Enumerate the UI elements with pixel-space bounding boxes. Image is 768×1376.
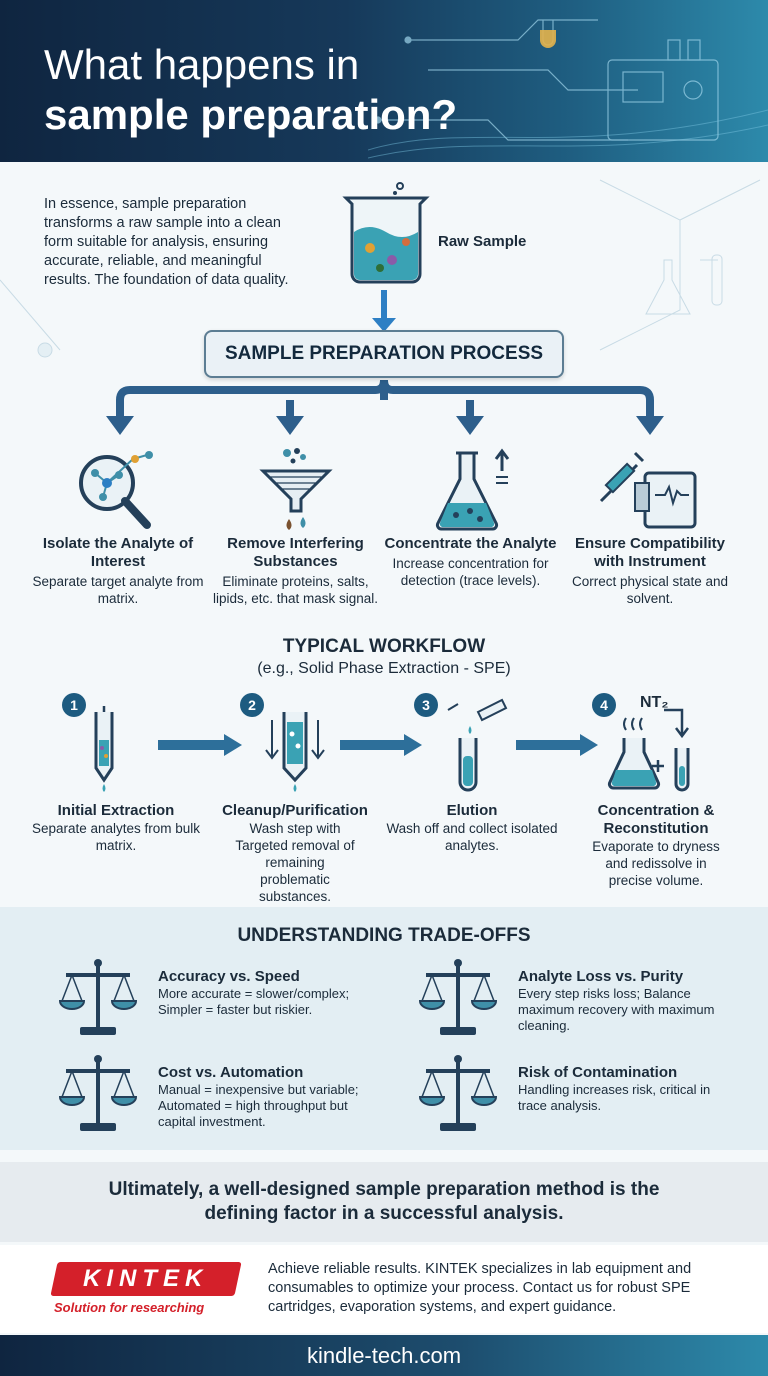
workflow-step-2: Cleanup/Purification Wash step with Targ… bbox=[208, 802, 382, 905]
workflow-title: TYPICAL WORKFLOW bbox=[282, 636, 486, 657]
process-flow-arrows bbox=[106, 290, 664, 435]
conclusion-text: Ultimately, a well-designed sample prepa… bbox=[108, 1179, 660, 1224]
goal-isolate: Isolate the Analyte of Interest Separate… bbox=[28, 445, 208, 607]
tradeoff-contamination: Risk of Contamination Handling increases… bbox=[518, 1064, 718, 1114]
goal-title: Ensure Compatibility with Instrument bbox=[574, 535, 726, 570]
workflow-step-4: Concentration & Reconstitution Evaporate… bbox=[566, 802, 746, 889]
funnel-icon bbox=[258, 448, 333, 530]
tradeoff-cost-automation: Cost vs. Automation Manual = inexpensive… bbox=[158, 1064, 368, 1130]
goal-desc: Correct physical state and solvent. bbox=[571, 574, 729, 606]
goal-remove: Remove Interfering Substances Eliminate … bbox=[208, 445, 383, 607]
step-desc: Evaporate to dryness and redissolve in p… bbox=[592, 839, 720, 888]
scale-icon bbox=[58, 1053, 138, 1133]
tradeoff-desc: More accurate = slower/complex; Simpler … bbox=[158, 986, 350, 1017]
goal-title: Isolate the Analyte of Interest bbox=[42, 535, 194, 570]
flask-icon bbox=[435, 448, 509, 531]
evaporation-icon bbox=[607, 708, 690, 792]
goal-desc: Eliminate proteins, salts, lipids, etc. … bbox=[212, 574, 379, 606]
tradeoff-title: Accuracy vs. Speed bbox=[158, 968, 300, 985]
scale-icon bbox=[58, 957, 138, 1037]
tradeoff-title: Cost vs. Automation bbox=[158, 1064, 304, 1081]
tradeoff-desc: Manual = inexpensive but variable; Autom… bbox=[158, 1082, 359, 1129]
scale-icon bbox=[418, 957, 498, 1037]
goal-concentrate: Concentrate the Analyte Increase concent… bbox=[383, 445, 558, 589]
lab-equipment-icon bbox=[368, 19, 768, 159]
step-desc: Wash step with Targeted removal of remai… bbox=[235, 821, 355, 904]
spe-cartridge-icon bbox=[94, 706, 114, 792]
scale-icon bbox=[418, 1053, 498, 1133]
beaker-icon bbox=[342, 182, 430, 284]
raw-sample-label: Raw Sample bbox=[438, 233, 527, 250]
tradeoffs-title: UNDERSTANDING TRADE-OFFS bbox=[237, 925, 531, 946]
conclusion-banner: Ultimately, a well-designed sample prepa… bbox=[0, 1162, 768, 1242]
title-line-2: sample preparation? bbox=[44, 91, 458, 138]
tradeoff-accuracy-speed: Accuracy vs. Speed More accurate = slowe… bbox=[158, 968, 368, 1018]
goal-compatibility: Ensure Compatibility with Instrument Cor… bbox=[560, 445, 740, 607]
website-link[interactable]: kindle-tech.com bbox=[0, 1335, 768, 1376]
page-title: What happens in sample preparation? bbox=[44, 40, 457, 140]
goal-desc: Increase concentration for detection (tr… bbox=[392, 556, 549, 588]
step-3-badge: 3 bbox=[414, 693, 438, 717]
tradeoff-desc: Every step risks loss; Balance maximum r… bbox=[518, 986, 715, 1033]
spe-wash-icon bbox=[265, 712, 325, 792]
step-desc: Separate analytes from bulk matrix. bbox=[31, 821, 201, 853]
logo-tagline: Solution for researching bbox=[54, 1300, 205, 1315]
process-title-box: SAMPLE PREPARATION PROCESS bbox=[204, 330, 564, 378]
step-title: Elution bbox=[446, 802, 498, 819]
intro-text: In essence, sample preparation transform… bbox=[44, 196, 289, 288]
elution-tube-icon bbox=[447, 698, 508, 792]
step-2-badge: 2 bbox=[240, 693, 264, 717]
title-line-1: What happens in bbox=[44, 41, 360, 88]
kintek-logo[interactable]: KINTEK bbox=[50, 1262, 242, 1296]
step-title: Initial Extraction bbox=[57, 802, 175, 819]
tradeoff-title: Analyte Loss vs. Purity bbox=[518, 968, 684, 985]
syringe-instrument-icon bbox=[599, 451, 697, 529]
tradeoffs-panel bbox=[0, 907, 768, 1150]
goal-title: Concentrate the Analyte bbox=[384, 535, 557, 552]
goal-desc: Separate target analyte from matrix. bbox=[32, 574, 204, 606]
tradeoff-loss-purity: Analyte Loss vs. Purity Every step risks… bbox=[518, 968, 718, 1034]
logo-text: KINTEK bbox=[83, 1265, 209, 1292]
workflow-icons bbox=[94, 698, 690, 792]
workflow-subtitle: (e.g., Solid Phase Extraction - SPE) bbox=[257, 660, 511, 677]
tradeoff-desc: Handling increases risk, critical in tra… bbox=[518, 1082, 711, 1113]
step-desc: Wash off and collect isolated analytes. bbox=[386, 821, 558, 853]
magnifier-molecule-icon bbox=[79, 451, 153, 529]
tradeoff-title: Risk of Contamination bbox=[518, 1064, 678, 1081]
nitrogen-gas-label: NT₂ bbox=[640, 694, 669, 711]
workflow-step-1: Initial Extraction Separate analytes fro… bbox=[28, 802, 204, 854]
header-banner: What happens in sample preparation? bbox=[0, 0, 768, 162]
step-1-badge: 1 bbox=[62, 693, 86, 717]
footer-text: Achieve reliable results. KINTEK special… bbox=[268, 1261, 692, 1315]
step-title: Concentration & Reconstitution bbox=[597, 802, 715, 837]
goal-title: Remove Interfering Substances bbox=[227, 535, 364, 570]
step-4-badge: 4 bbox=[592, 693, 616, 717]
workflow-step-3: Elution Wash off and collect isolated an… bbox=[384, 802, 560, 854]
step-title: Cleanup/Purification bbox=[222, 802, 368, 819]
network-background bbox=[0, 179, 761, 358]
